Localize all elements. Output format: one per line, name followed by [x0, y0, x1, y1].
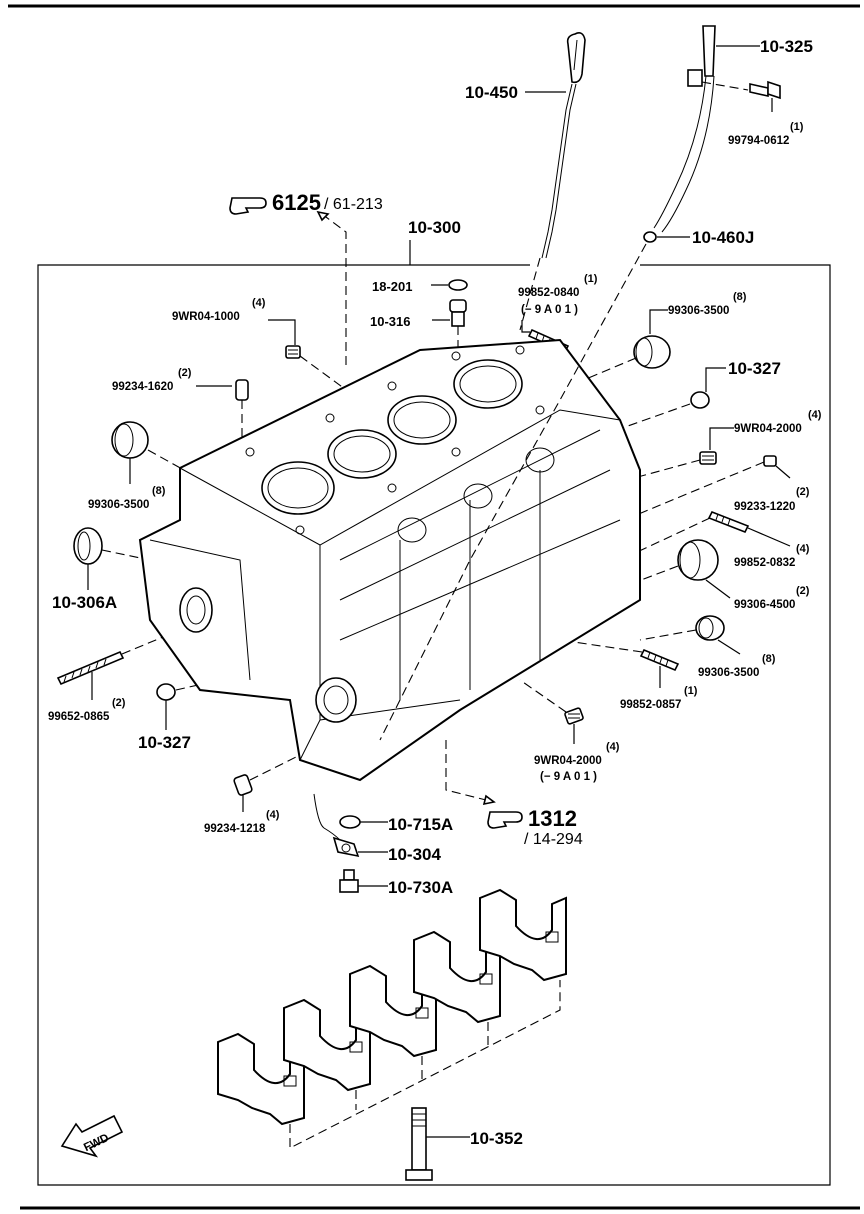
sensor-10-304[interactable] — [332, 836, 360, 858]
callout-99852-0857: 99852-0857 — [620, 699, 681, 711]
spring-pin-9wr04-1000[interactable] — [285, 345, 301, 359]
callout-9wr04-1000: 9WR04-1000 — [172, 311, 240, 323]
callout-10-306a: 10-306A — [52, 593, 117, 612]
callout-99652-0865: 99652-0865 — [48, 711, 110, 723]
bearing-cap-1[interactable] — [217, 1032, 305, 1126]
stud-99652-0865[interactable] — [56, 650, 125, 686]
ref-1312-number: 1312 — [528, 806, 577, 831]
callout-99306-3500c: 99306-3500 — [698, 667, 759, 679]
callout-99306-4500: 99306-4500 — [734, 599, 795, 611]
callout-10-316: 10-316 — [370, 314, 410, 329]
note-9wr04-2000b: (− 9 A 0 1 ) — [540, 771, 597, 783]
callout-99794-0612: 99794-0612 — [728, 135, 789, 147]
ref-6125-number: 6125 — [272, 190, 321, 215]
oil-seal-10-306a[interactable] — [73, 527, 103, 565]
callout-99234-1620: 99234-1620 — [112, 381, 173, 393]
bearing-cap-4[interactable] — [413, 930, 501, 1024]
callout-10-327b: 10-327 — [138, 733, 191, 752]
dowel-99233-1220[interactable] — [763, 455, 777, 467]
callout-18-201: 18-201 — [372, 279, 412, 294]
gasket-10-715a[interactable] — [339, 815, 361, 829]
callout-10-715a: 10-715A — [388, 815, 453, 834]
qty-99233-1220: (2) — [796, 486, 810, 498]
callout-10-325: 10-325 — [760, 37, 813, 56]
bearing-cap-5[interactable] — [479, 888, 567, 982]
qty-99652-0865: (2) — [112, 697, 126, 709]
callout-10-304: 10-304 — [388, 845, 441, 864]
reference-1312[interactable]: 1312 / 14-294 — [487, 806, 583, 848]
main-bearing-caps[interactable] — [217, 888, 567, 1126]
callout-99233-1220: 99233-1220 — [734, 501, 795, 513]
callout-10-352: 10-352 — [470, 1129, 523, 1148]
plug-10-316[interactable] — [449, 299, 467, 327]
callout-10-300: 10-300 — [408, 218, 461, 237]
stud-99852-0832[interactable] — [707, 510, 750, 534]
callout-99852-0840: 99852-0840 — [518, 287, 579, 299]
bearing-cap-3[interactable] — [349, 964, 437, 1058]
spring-pin-9wr04-2000b[interactable] — [564, 707, 584, 725]
qty-99234-1620: (2) — [178, 367, 192, 379]
qty-99234-1218: (4) — [266, 809, 280, 821]
ref-1312-page: / 14-294 — [524, 831, 583, 848]
dipstick-10-450[interactable] — [541, 32, 586, 259]
callout-10-730a: 10-730A — [388, 878, 453, 897]
callout-10-460j: 10-460J — [692, 228, 754, 247]
oring-10-460j[interactable] — [643, 231, 657, 243]
plug-10-327b[interactable] — [156, 683, 176, 701]
qty-99852-0832: (4) — [796, 543, 810, 555]
dowel-99234-1620[interactable] — [235, 379, 249, 401]
callout-99306-3500a: 99306-3500 — [668, 305, 729, 317]
callout-10-450: 10-450 — [465, 83, 518, 102]
reference-6125[interactable]: 6125 / 61-213 — [229, 190, 383, 215]
qty-99306-3500b: (8) — [152, 485, 166, 497]
callout-9wr04-2000b: 9WR04-2000 — [534, 755, 602, 767]
fwd-arrow-icon: FWD — [60, 1114, 124, 1158]
plug-99306-3500c[interactable] — [695, 615, 725, 641]
qty-9wr04-1000: (4) — [252, 297, 266, 309]
oring-18-201[interactable] — [448, 279, 468, 291]
qty-99852-0857: (1) — [684, 685, 698, 697]
qty-99306-3500c: (8) — [762, 653, 776, 665]
plug-99306-3500a[interactable] — [633, 335, 671, 369]
plug-99306-3500b[interactable] — [111, 421, 149, 459]
stud-99852-0857[interactable] — [639, 648, 680, 672]
dipstick-guide-10-325[interactable] — [653, 25, 716, 233]
qty-99306-3500a: (8) — [733, 291, 747, 303]
bolt-10-352[interactable] — [405, 1107, 433, 1181]
callout-9wr04-2000a: 9WR04-2000 — [734, 423, 802, 435]
pointing-hand-icon — [229, 197, 267, 215]
bolt-10-730a[interactable] — [339, 869, 359, 893]
qty-9wr04-2000a: (4) — [808, 409, 822, 421]
callout-99234-1218: 99234-1218 — [204, 823, 266, 835]
plug-10-327a[interactable] — [690, 391, 710, 409]
qty-9wr04-2000b: (4) — [606, 741, 620, 753]
pointing-hand-icon — [487, 811, 523, 829]
qty-99306-4500: (2) — [796, 585, 810, 597]
assembly-frame — [37, 264, 831, 1186]
callout-99852-0832: 99852-0832 — [734, 557, 795, 569]
bearing-cap-2[interactable] — [283, 998, 371, 1092]
callout-99306-3500b: 99306-3500 — [88, 499, 149, 511]
qty-99852-0840: (1) — [584, 273, 598, 285]
spring-pin-9wr04-2000a[interactable] — [699, 451, 717, 465]
callout-10-327a: 10-327 — [728, 359, 781, 378]
qty-99794-0612: (1) — [790, 121, 804, 133]
note-99852-0840: (− 9 A 0 1 ) — [521, 304, 578, 316]
bolt-99794-0612[interactable] — [701, 80, 781, 100]
plug-99306-4500[interactable] — [677, 539, 719, 581]
dowel-99234-1218[interactable] — [233, 774, 253, 796]
cylinder-block-10-300[interactable] — [138, 338, 641, 782]
ref-6125-page: / 61-213 — [324, 196, 383, 213]
